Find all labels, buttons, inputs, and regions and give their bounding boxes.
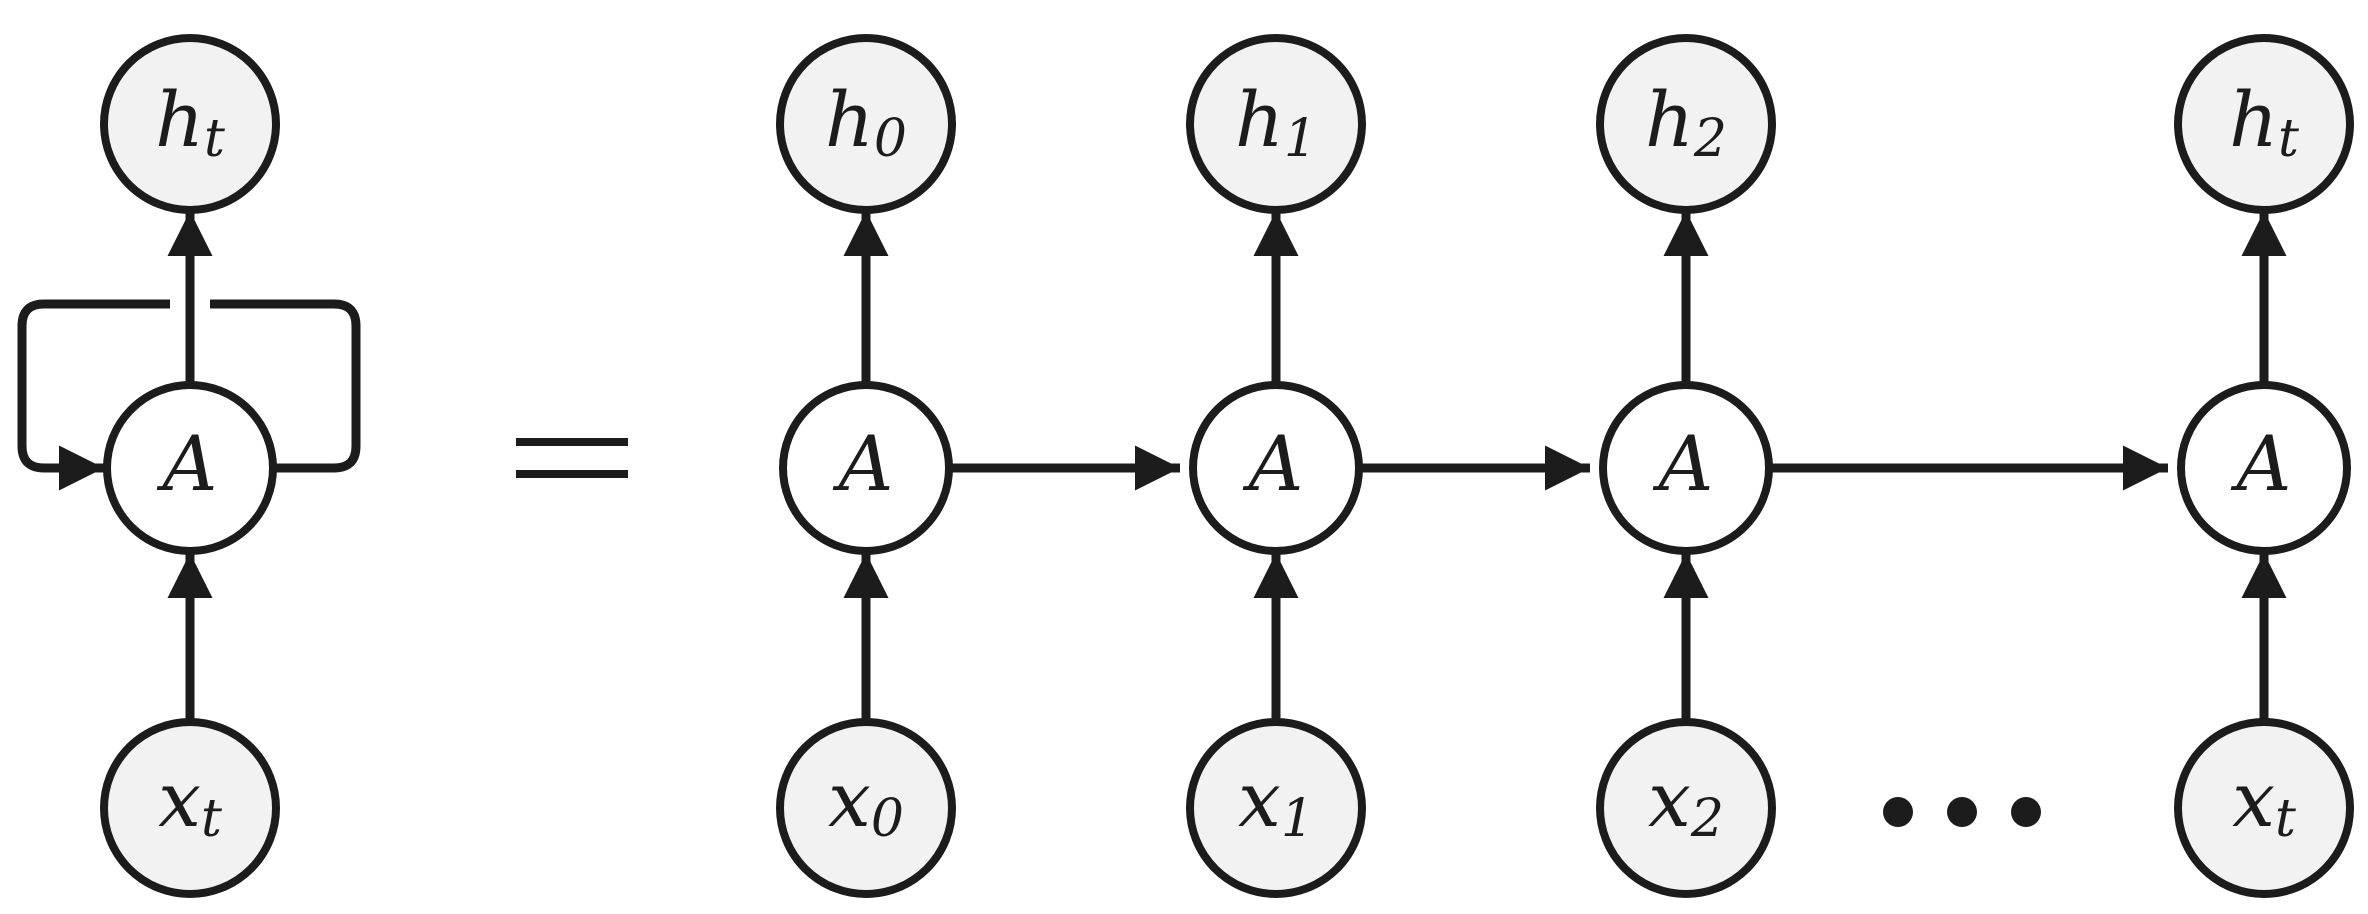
output-label-2: h2	[1645, 75, 1727, 169]
ellipsis-dot-1	[1883, 797, 1913, 827]
folded-output-label: ht	[155, 75, 225, 169]
unrolled-step-1: h1 A x1	[1186, 34, 1366, 898]
unrolled-step-2: h2 A x2	[1596, 34, 1776, 898]
folded-cell-label: A	[157, 419, 218, 508]
unrolled-step-t: ht A xt	[2174, 34, 2354, 898]
equals-sign: =	[516, 438, 628, 478]
ellipsis-dot-2	[1947, 797, 1977, 827]
output-node-t	[2174, 34, 2354, 214]
input-label-1: x1	[1238, 755, 1314, 849]
folded-output-node	[100, 34, 280, 214]
input-label-t: xt	[2232, 755, 2296, 849]
folded-input-node	[100, 718, 280, 898]
cell-label-0: A	[833, 419, 894, 508]
cell-label-2: A	[1653, 419, 1714, 508]
ellipsis: ...	[1883, 797, 2041, 827]
input-node-2	[1596, 718, 1776, 898]
input-node-t	[2174, 718, 2354, 898]
output-label-t: ht	[2229, 75, 2299, 169]
input-node-0	[776, 718, 956, 898]
output-label-0: h0	[825, 75, 907, 169]
equals-top-bar	[516, 438, 628, 446]
cell-node-2	[1599, 381, 1773, 555]
cell-node-t	[2177, 381, 2351, 555]
unrolled-rnn: h0 A x0 h1 A x1	[776, 34, 2354, 898]
output-label-1: h1	[1235, 75, 1317, 169]
output-node-2	[1596, 34, 1776, 214]
equals-bottom-bar	[516, 470, 628, 478]
folded-cell-node	[103, 381, 277, 555]
output-node-0	[776, 34, 956, 214]
output-node-1	[1186, 34, 1366, 214]
input-label-0: x0	[828, 755, 904, 849]
cell-node-1	[1189, 381, 1363, 555]
folded-rnn: ht A xt	[17, 34, 361, 898]
folded-recurrent-loop	[17, 299, 361, 468]
cell-label-t: A	[2231, 419, 2292, 508]
cell-node-0	[779, 381, 953, 555]
input-label-2: x2	[1648, 755, 1724, 849]
ellipsis-dot-3	[2011, 797, 2041, 827]
cell-label-1: A	[1243, 419, 1304, 508]
unrolled-step-0: h0 A x0	[776, 34, 956, 898]
input-node-1	[1186, 718, 1366, 898]
folded-input-label: xt	[158, 755, 222, 849]
